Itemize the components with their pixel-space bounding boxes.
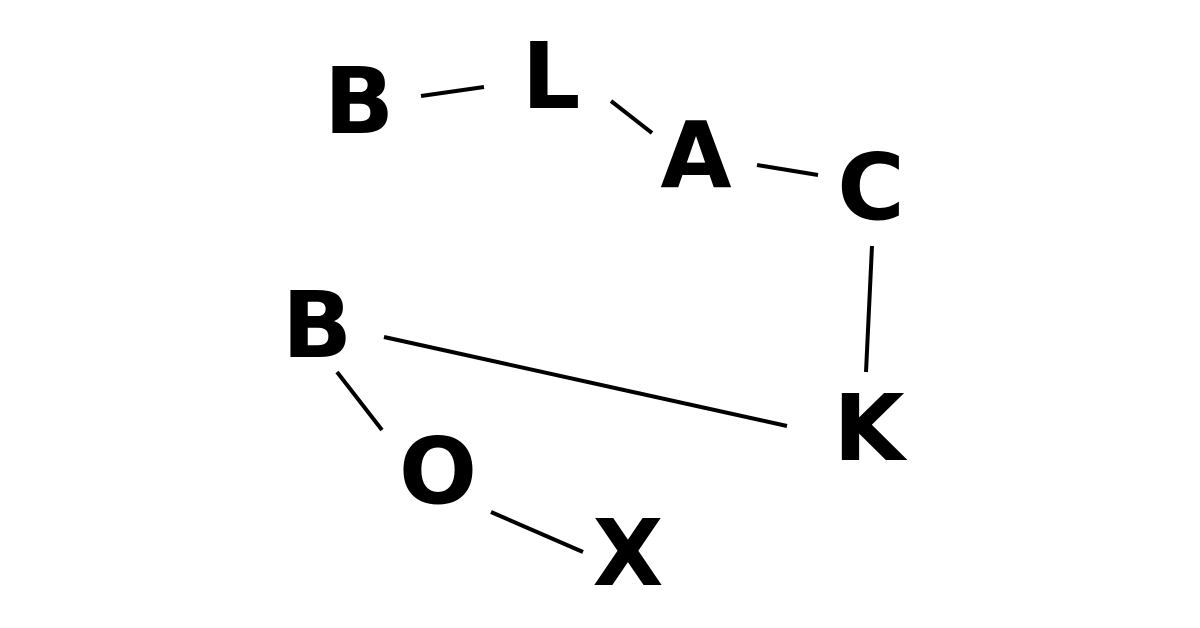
letter-l: L [522,23,581,130]
connector-b-o [335,370,384,432]
connector-l-a [609,99,654,135]
letter-b-top: B [324,48,394,155]
connector-a-c [756,163,819,177]
letter-x: X [593,500,664,607]
letter-o: O [399,418,477,525]
letter-c: C [837,134,905,241]
connector-k-b [383,335,788,428]
letter-k: K [833,375,908,482]
connector-o-x [490,510,584,554]
connector-c-k [864,245,874,373]
letter-a: A [660,102,731,209]
connector-b-l [420,85,485,98]
letter-b-bottom: B [282,272,352,379]
